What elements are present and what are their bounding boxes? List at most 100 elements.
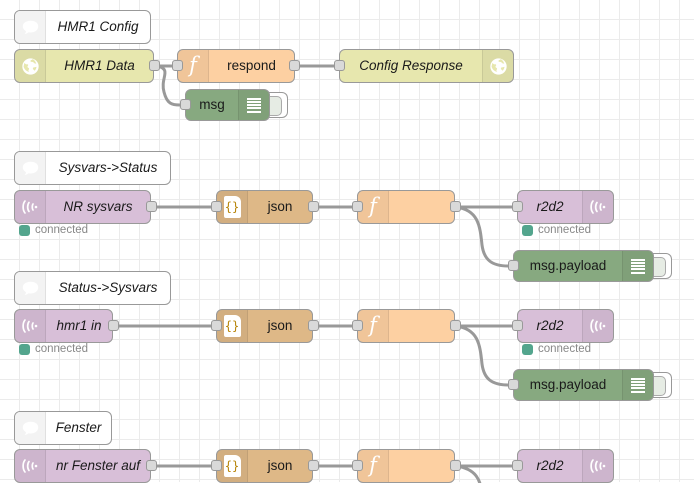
comment-label: Status->Sysvars — [58, 280, 158, 296]
node-r2d2-2[interactable]: r2d2 — [517, 309, 614, 343]
status-dot — [522, 224, 533, 236]
comment-bubble-icon — [15, 152, 46, 184]
node-config-response[interactable]: Config Response — [339, 49, 514, 83]
function-f-icon: f — [358, 191, 389, 223]
json-braces-icon: {} — [217, 191, 248, 223]
port-input-function-2[interactable] — [352, 320, 363, 331]
node-debug-msgpayload-1[interactable]: msg.payload — [513, 250, 654, 282]
status-dot — [19, 224, 30, 236]
port-input-json-1[interactable] — [211, 201, 222, 212]
node-label: r2d2 — [536, 458, 564, 474]
globe-icon — [15, 50, 46, 82]
node-hmr1-data[interactable]: HMR1 Data — [14, 49, 154, 83]
debug-lines-icon — [622, 370, 653, 400]
node-label: NR sysvars — [63, 199, 133, 215]
port-input-debug-msgpayload-2[interactable] — [508, 379, 519, 390]
status-r2d2-1: connected — [522, 224, 591, 236]
port-input-r2d2-1[interactable] — [512, 201, 523, 212]
node-label: msg — [199, 97, 225, 113]
json-braces-icon: {} — [217, 310, 248, 342]
port-input-function-1[interactable] — [352, 201, 363, 212]
mqtt-wave-icon — [15, 191, 46, 223]
node-r2d2-1[interactable]: r2d2 — [517, 190, 614, 224]
debug-lines-icon — [622, 251, 653, 281]
port-output-hmr1-data[interactable] — [149, 60, 160, 71]
mqtt-wave-icon — [15, 310, 46, 342]
debug-toggle-inner — [651, 257, 666, 277]
comment-node-status-sysvars[interactable]: Status->Sysvars — [14, 271, 171, 305]
node-debug-msgpayload-2[interactable]: msg.payload — [513, 369, 654, 401]
node-label: Config Response — [359, 58, 463, 74]
comment-label: HMR1 Config — [57, 19, 139, 35]
node-r2d2-3[interactable]: r2d2 — [517, 449, 614, 483]
status-r2d2-2: connected — [522, 343, 591, 355]
port-input-json-3[interactable] — [211, 460, 222, 471]
port-input-config-response[interactable] — [334, 60, 345, 71]
function-f-icon: f — [178, 50, 209, 82]
debug-toggle-msgpayload-1[interactable] — [650, 253, 672, 279]
status-dot — [19, 343, 30, 355]
status-label: connected — [35, 343, 89, 355]
node-function-3[interactable]: f — [357, 449, 455, 483]
node-debug-msg[interactable]: msg — [185, 89, 270, 121]
node-nr-sysvars[interactable]: NR sysvars — [14, 190, 151, 224]
port-input-r2d2-3[interactable] — [512, 460, 523, 471]
node-json-1[interactable]: {} json — [216, 190, 313, 224]
debug-toggle-msgpayload-2[interactable] — [650, 372, 672, 398]
port-input-debug-msgpayload-1[interactable] — [508, 260, 519, 271]
node-label: msg.payload — [529, 377, 607, 393]
node-function-1[interactable]: f — [357, 190, 455, 224]
node-label: r2d2 — [536, 318, 564, 334]
comment-node-hmr1-config[interactable]: HMR1 Config — [14, 10, 151, 44]
mqtt-wave-icon — [582, 191, 613, 223]
mqtt-wave-icon — [582, 450, 613, 482]
port-output-function-2[interactable] — [450, 320, 461, 331]
debug-toggle-inner — [651, 376, 666, 396]
port-input-json-2[interactable] — [211, 320, 222, 331]
node-function-2[interactable]: f — [357, 309, 455, 343]
function-f-icon: f — [358, 310, 389, 342]
json-braces-icon: {} — [217, 450, 248, 482]
node-nr-fenster-auf[interactable]: nr Fenster auf — [14, 449, 151, 483]
port-output-respond[interactable] — [289, 60, 300, 71]
status-label: connected — [538, 224, 592, 236]
comment-node-fenster[interactable]: Fenster — [14, 411, 112, 445]
status-nr-sysvars: connected — [19, 224, 88, 236]
node-label: json — [267, 199, 293, 215]
port-input-debug-msg[interactable] — [180, 99, 191, 110]
function-f-icon: f — [358, 450, 389, 482]
debug-lines-icon — [238, 90, 269, 120]
debug-toggle-msg[interactable] — [266, 92, 288, 118]
port-output-nr-fenster-auf[interactable] — [146, 460, 157, 471]
node-label: hmr1 in — [56, 318, 102, 334]
json-braces-glyph: {} — [223, 315, 241, 337]
debug-toggle-inner — [267, 96, 282, 116]
mqtt-wave-icon — [582, 310, 613, 342]
node-hmr1-in[interactable]: hmr1 in — [14, 309, 113, 343]
port-output-json-2[interactable] — [308, 320, 319, 331]
port-output-nr-sysvars[interactable] — [146, 201, 157, 212]
node-respond[interactable]: f respond — [177, 49, 295, 83]
port-output-json-3[interactable] — [308, 460, 319, 471]
port-input-respond[interactable] — [172, 60, 183, 71]
comment-bubble-icon — [15, 272, 46, 304]
port-output-function-1[interactable] — [450, 201, 461, 212]
port-output-hmr1-in[interactable] — [108, 320, 119, 331]
wire-function-msgpayload-1 — [454, 205, 510, 268]
node-json-2[interactable]: {} json — [216, 309, 313, 343]
port-input-function-3[interactable] — [352, 460, 363, 471]
comment-bubble-icon — [15, 412, 46, 444]
comment-node-sysvars-status[interactable]: Sysvars->Status — [14, 151, 171, 185]
comment-bubble-icon — [15, 11, 46, 43]
port-output-function-3[interactable] — [450, 460, 461, 471]
node-label: json — [267, 318, 293, 334]
node-label: respond — [227, 58, 276, 74]
node-label: msg.payload — [529, 258, 607, 274]
status-label: connected — [538, 343, 592, 355]
port-input-r2d2-2[interactable] — [512, 320, 523, 331]
node-json-3[interactable]: {} json — [216, 449, 313, 483]
port-output-json-1[interactable] — [308, 201, 319, 212]
json-braces-glyph: {} — [223, 455, 241, 477]
node-label: HMR1 Data — [64, 58, 135, 74]
